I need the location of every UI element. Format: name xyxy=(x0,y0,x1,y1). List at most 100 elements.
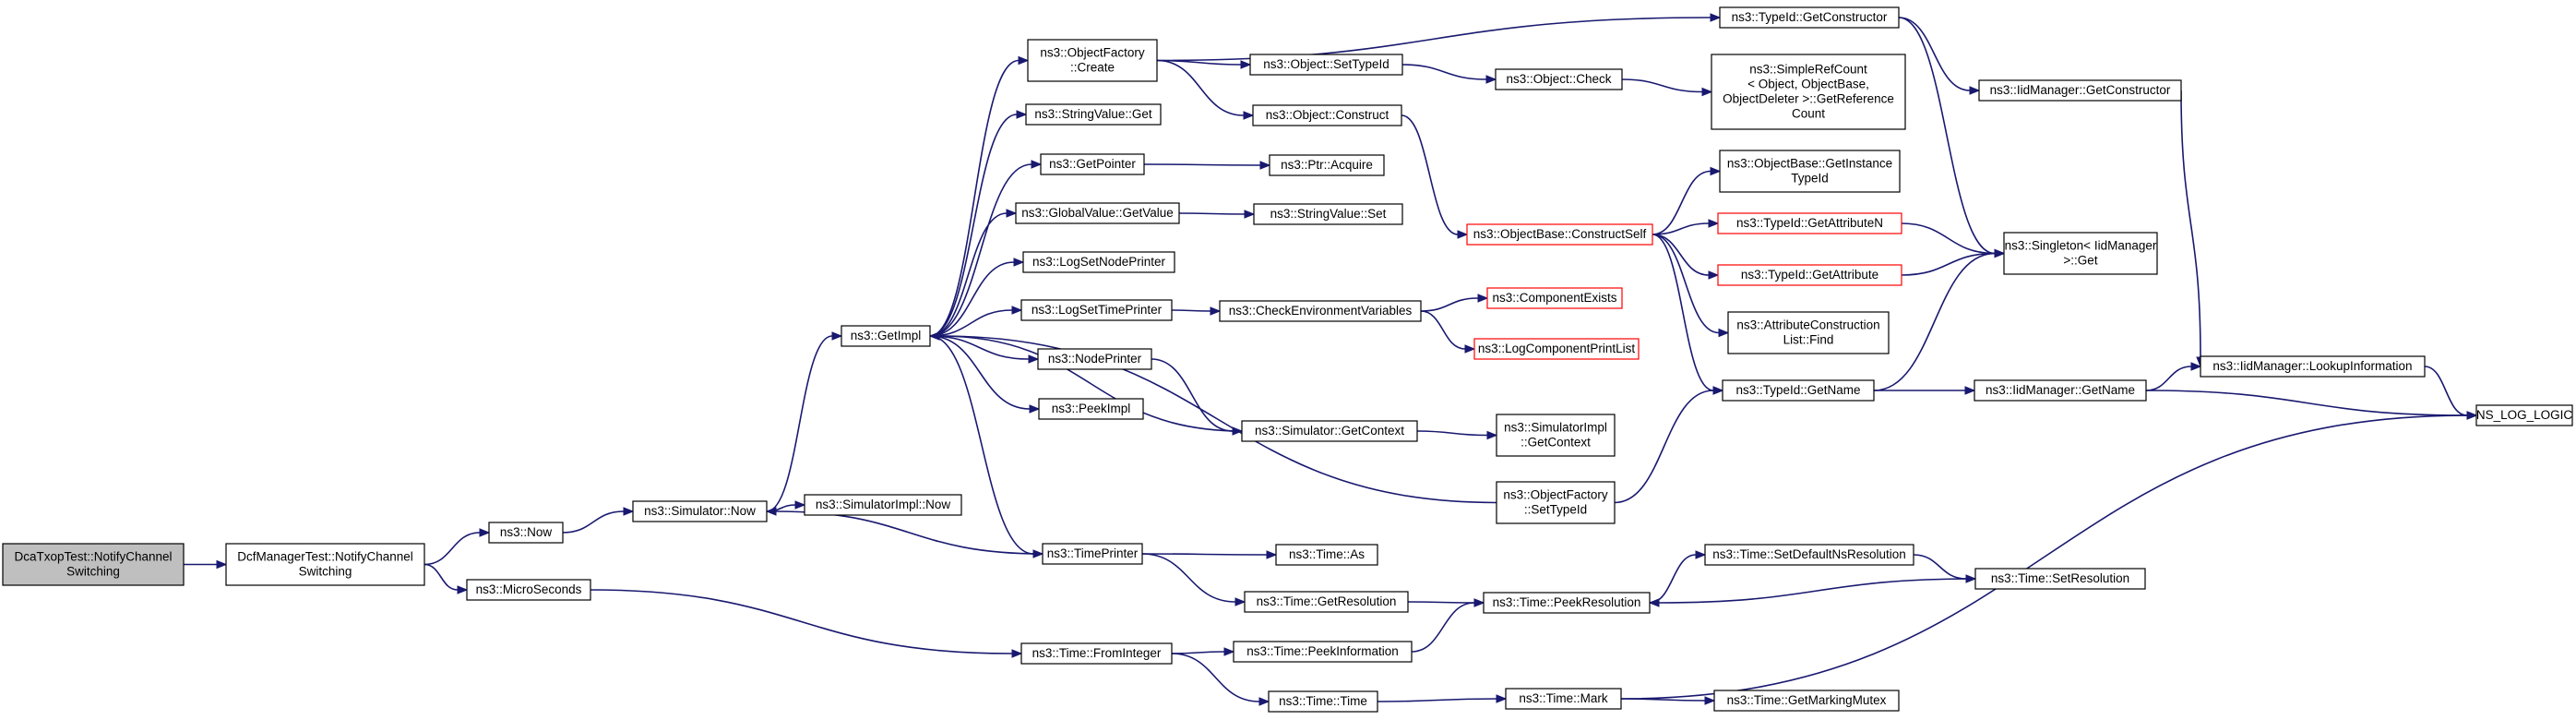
node-label-line: NS_LOG_LOGIC xyxy=(2476,408,2573,422)
node-label-line: ns3::LogSetNodePrinter xyxy=(1032,255,1166,269)
node-box xyxy=(1974,379,2147,402)
edge-microseconds-to-time_frominteger xyxy=(590,589,1023,658)
node-microseconds[interactable]: ns3::MicroSeconds xyxy=(466,579,591,601)
edge-timeprinter-to-time_as xyxy=(1141,550,1278,559)
arrowhead-icon xyxy=(1964,386,1976,395)
edge-objectbase_constructself-to-typeid_getname xyxy=(1652,234,1724,395)
node-iidmanager_getname[interactable]: ns3::IidManager::GetName xyxy=(1974,379,2147,402)
node-box xyxy=(1015,202,1180,224)
edge-checkenv-to-logcomponentprintlist xyxy=(1420,310,1476,354)
node-box xyxy=(466,579,591,601)
node-time_setresolution[interactable]: ns3::Time::SetResolution xyxy=(1974,568,2146,590)
edge-line xyxy=(1614,390,1714,504)
node-box xyxy=(632,500,768,522)
edge-line xyxy=(1156,59,1242,66)
node-simimpl_now[interactable]: ns3::SimulatorImpl::Now xyxy=(804,494,962,516)
node-box xyxy=(1719,6,1900,29)
node-typeid_getname[interactable]: ns3::TypeId::GetName xyxy=(1722,379,1875,402)
node-box xyxy=(1252,104,1402,126)
node-logcomponentprintlist[interactable]: ns3::LogComponentPrintList xyxy=(1473,338,1640,360)
node-time_getresolution[interactable]: ns3::Time::GetResolution xyxy=(1244,591,1409,613)
node-objfactory_settypeid[interactable]: ns3::ObjectFactory::SetTypeId xyxy=(1496,481,1616,524)
node-label-line: DcaTxopTest::NotifyChannel xyxy=(14,550,172,564)
node-sim_getcontext[interactable]: ns3::Simulator::GetContext xyxy=(1241,420,1418,442)
node-stringvalue_get[interactable]: ns3::StringValue::Get xyxy=(1025,103,1162,126)
node-time_frominteger[interactable]: ns3::Time::FromInteger xyxy=(1020,642,1173,665)
edge-logsettimeprinter-to-checkenv xyxy=(1171,306,1222,316)
edge-line xyxy=(423,532,481,566)
edge-line xyxy=(1652,234,1714,391)
edge-iidmanager_getconstructor-to-iidmanager_lookupinformation xyxy=(2180,90,2205,368)
node-box xyxy=(1974,568,2146,590)
node-time_peekresolution[interactable]: ns3::Time::PeekResolution xyxy=(1483,592,1651,614)
node-simplerefcount[interactable]: ns3::SimpleRefCount< Object, ObjectBase,… xyxy=(1711,54,1906,130)
node-componentexists[interactable]: ns3::ComponentExists xyxy=(1486,287,1623,309)
node-label-line: < Object, ObjectBase, xyxy=(1747,78,1869,91)
node-objfactory_create[interactable]: ns3::ObjectFactory::Create xyxy=(1027,39,1158,82)
node-box xyxy=(1022,251,1175,273)
node-sim_now[interactable]: ns3::Simulator::Now xyxy=(632,500,768,522)
node-ptr_acquire[interactable]: ns3::Ptr::Acquire xyxy=(1269,154,1385,176)
node-logsetnodeprinter[interactable]: ns3::LogSetNodePrinter xyxy=(1022,251,1175,273)
node-typeid_getconstructor[interactable]: ns3::TypeId::GetConstructor xyxy=(1719,6,1900,29)
node-label-line: ns3::Now xyxy=(500,525,553,539)
arrowhead-icon xyxy=(457,585,469,594)
node-label-line: ns3::PeekImpl xyxy=(1052,402,1131,415)
node-simimpl_getcontext[interactable]: ns3::SimulatorImpl::GetContext xyxy=(1496,414,1616,457)
edges-layer xyxy=(183,13,2478,706)
node-typeid_getattributen[interactable]: ns3::TypeId::GetAttributeN xyxy=(1717,212,1902,234)
node-stringvalue_set[interactable]: ns3::StringValue::Set xyxy=(1253,203,1403,225)
node-time_mark[interactable]: ns3::Time::Mark xyxy=(1505,688,1622,710)
arrowhead-icon xyxy=(1477,294,1489,303)
edge-line xyxy=(929,335,1034,555)
edge-line xyxy=(1420,310,1466,350)
node-now[interactable]: ns3::Now xyxy=(488,522,564,544)
arrowhead-icon xyxy=(1708,270,1720,280)
node-peekimpl[interactable]: ns3::PeekImpl xyxy=(1038,398,1144,420)
node-iidmanager_getconstructor[interactable]: ns3::IidManager::GetConstructor xyxy=(1978,79,2182,102)
node-label-line: ::Create xyxy=(1070,61,1115,75)
node-object_check[interactable]: ns3::Object::Check xyxy=(1495,68,1623,90)
node-ns_log_logic[interactable]: NS_LOG_LOGIC xyxy=(2475,404,2573,426)
node-logsettimeprinter[interactable]: ns3::LogSetTimePrinter xyxy=(1020,299,1173,321)
node-object_settypeid[interactable]: ns3::Object::SetTypeId xyxy=(1249,54,1403,76)
node-label-line: Switching xyxy=(66,565,120,579)
node-iidmanager_lookupinformation[interactable]: ns3::IidManager::LookupInformation xyxy=(2200,355,2426,378)
node-timeprinter[interactable]: ns3::TimePrinter xyxy=(1042,543,1143,565)
node-singleton_iidmanager_get[interactable]: ns3::Singleton< IidManager>::Get xyxy=(2003,232,2158,275)
arrowhead-icon xyxy=(794,500,806,510)
node-time_setdefaultnsresolution[interactable]: ns3::Time::SetDefaultNsResolution xyxy=(1704,544,1914,566)
edge-line xyxy=(1652,222,1710,235)
node-box xyxy=(804,494,962,516)
node-getpointer[interactable]: ns3::GetPointer xyxy=(1040,153,1145,175)
node-time_as[interactable]: ns3::Time::As xyxy=(1275,544,1378,566)
node-time_getmarkingmutex[interactable]: ns3::Time::GetMarkingMutex xyxy=(1713,690,1900,712)
node-label-line: ns3::GlobalValue::GetValue xyxy=(1021,206,1174,220)
node-checkenv[interactable]: ns3::CheckEnvironmentVariables xyxy=(1219,300,1422,322)
node-object_construct[interactable]: ns3::Object::Construct xyxy=(1252,104,1402,126)
node-time_peekinformation[interactable]: ns3::Time::PeekInformation xyxy=(1233,641,1413,663)
node-nodeprinter[interactable]: ns3::NodePrinter xyxy=(1037,348,1152,370)
node-label-line: ns3::CheckEnvironmentVariables xyxy=(1229,304,1413,318)
node-time_time[interactable]: ns3::Time::Time xyxy=(1268,690,1378,713)
edge-nodeprinter-to-sim_getcontext xyxy=(1151,358,1244,436)
edge-checkenv-to-componentexists xyxy=(1420,294,1489,312)
node-label-line: ns3::ObjectBase::GetInstance xyxy=(1727,157,1892,171)
node-box xyxy=(1978,79,2182,102)
node-objectbase_constructself[interactable]: ns3::ObjectBase::ConstructSelf xyxy=(1466,223,1653,246)
node-box xyxy=(2475,404,2573,426)
node-getimpl[interactable]: ns3::GetImpl xyxy=(841,325,931,347)
node-globalvalue_getvalue[interactable]: ns3::GlobalValue::GetValue xyxy=(1015,202,1180,224)
arrowhead-icon xyxy=(1013,258,1025,267)
arrowhead-icon xyxy=(1648,598,1660,607)
edge-object_check-to-simplerefcount xyxy=(1621,78,1713,97)
edge-line xyxy=(1649,554,1697,604)
arrowhead-icon xyxy=(1223,647,1235,656)
edge-time_peekinformation-to-time_peekresolution xyxy=(1411,598,1485,653)
node-typeid_getattribute[interactable]: ns3::TypeId::GetAttribute xyxy=(1717,264,1902,286)
arrowhead-icon xyxy=(2466,411,2478,420)
